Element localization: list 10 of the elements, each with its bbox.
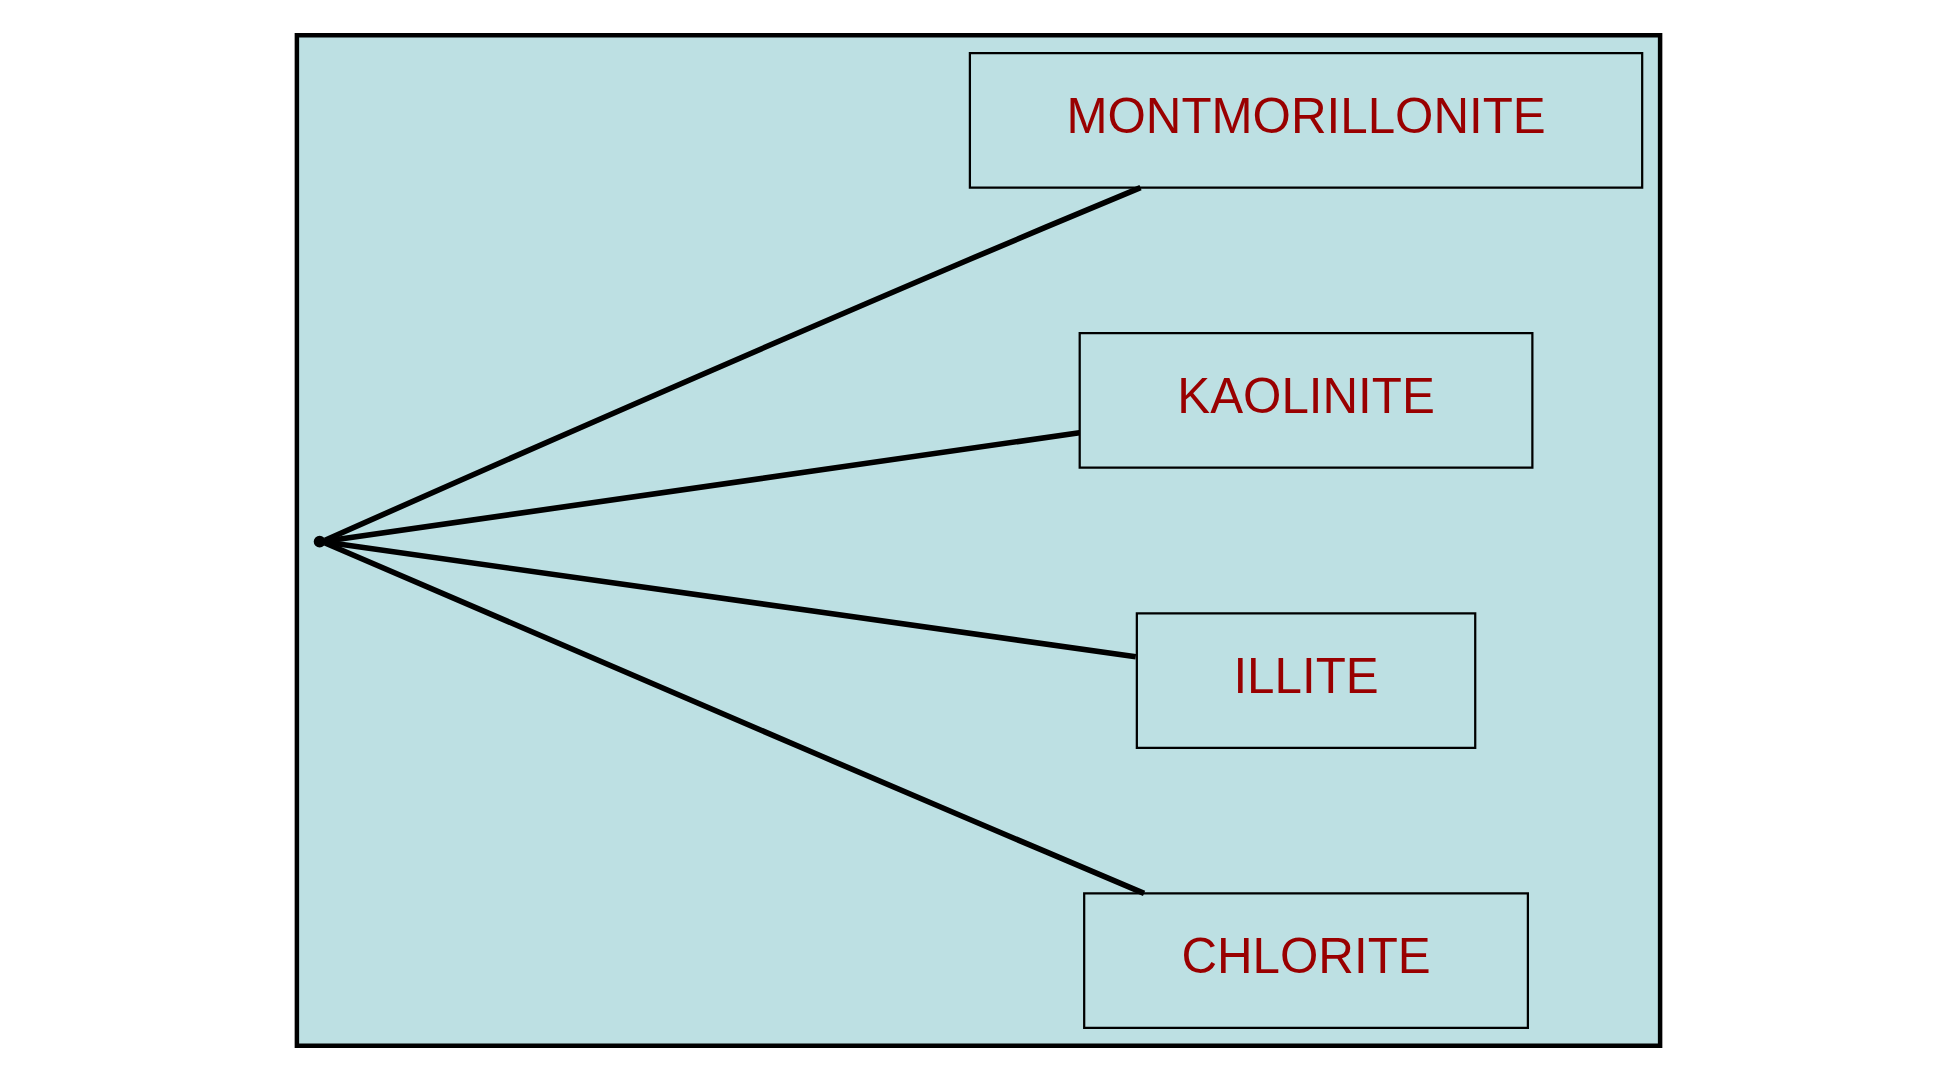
cluster xyxy=(294,32,1662,1049)
connector xyxy=(323,429,1080,544)
connector xyxy=(323,539,1136,660)
node-box: ILLITE xyxy=(1135,612,1476,749)
connector xyxy=(323,185,1142,543)
node-box: KAOLINITE xyxy=(1078,332,1533,469)
connector xyxy=(323,540,1145,896)
node-point xyxy=(313,535,326,548)
node-box: CHLORITE xyxy=(1082,892,1529,1030)
node-box: MONTMORILLONITE xyxy=(968,51,1643,189)
